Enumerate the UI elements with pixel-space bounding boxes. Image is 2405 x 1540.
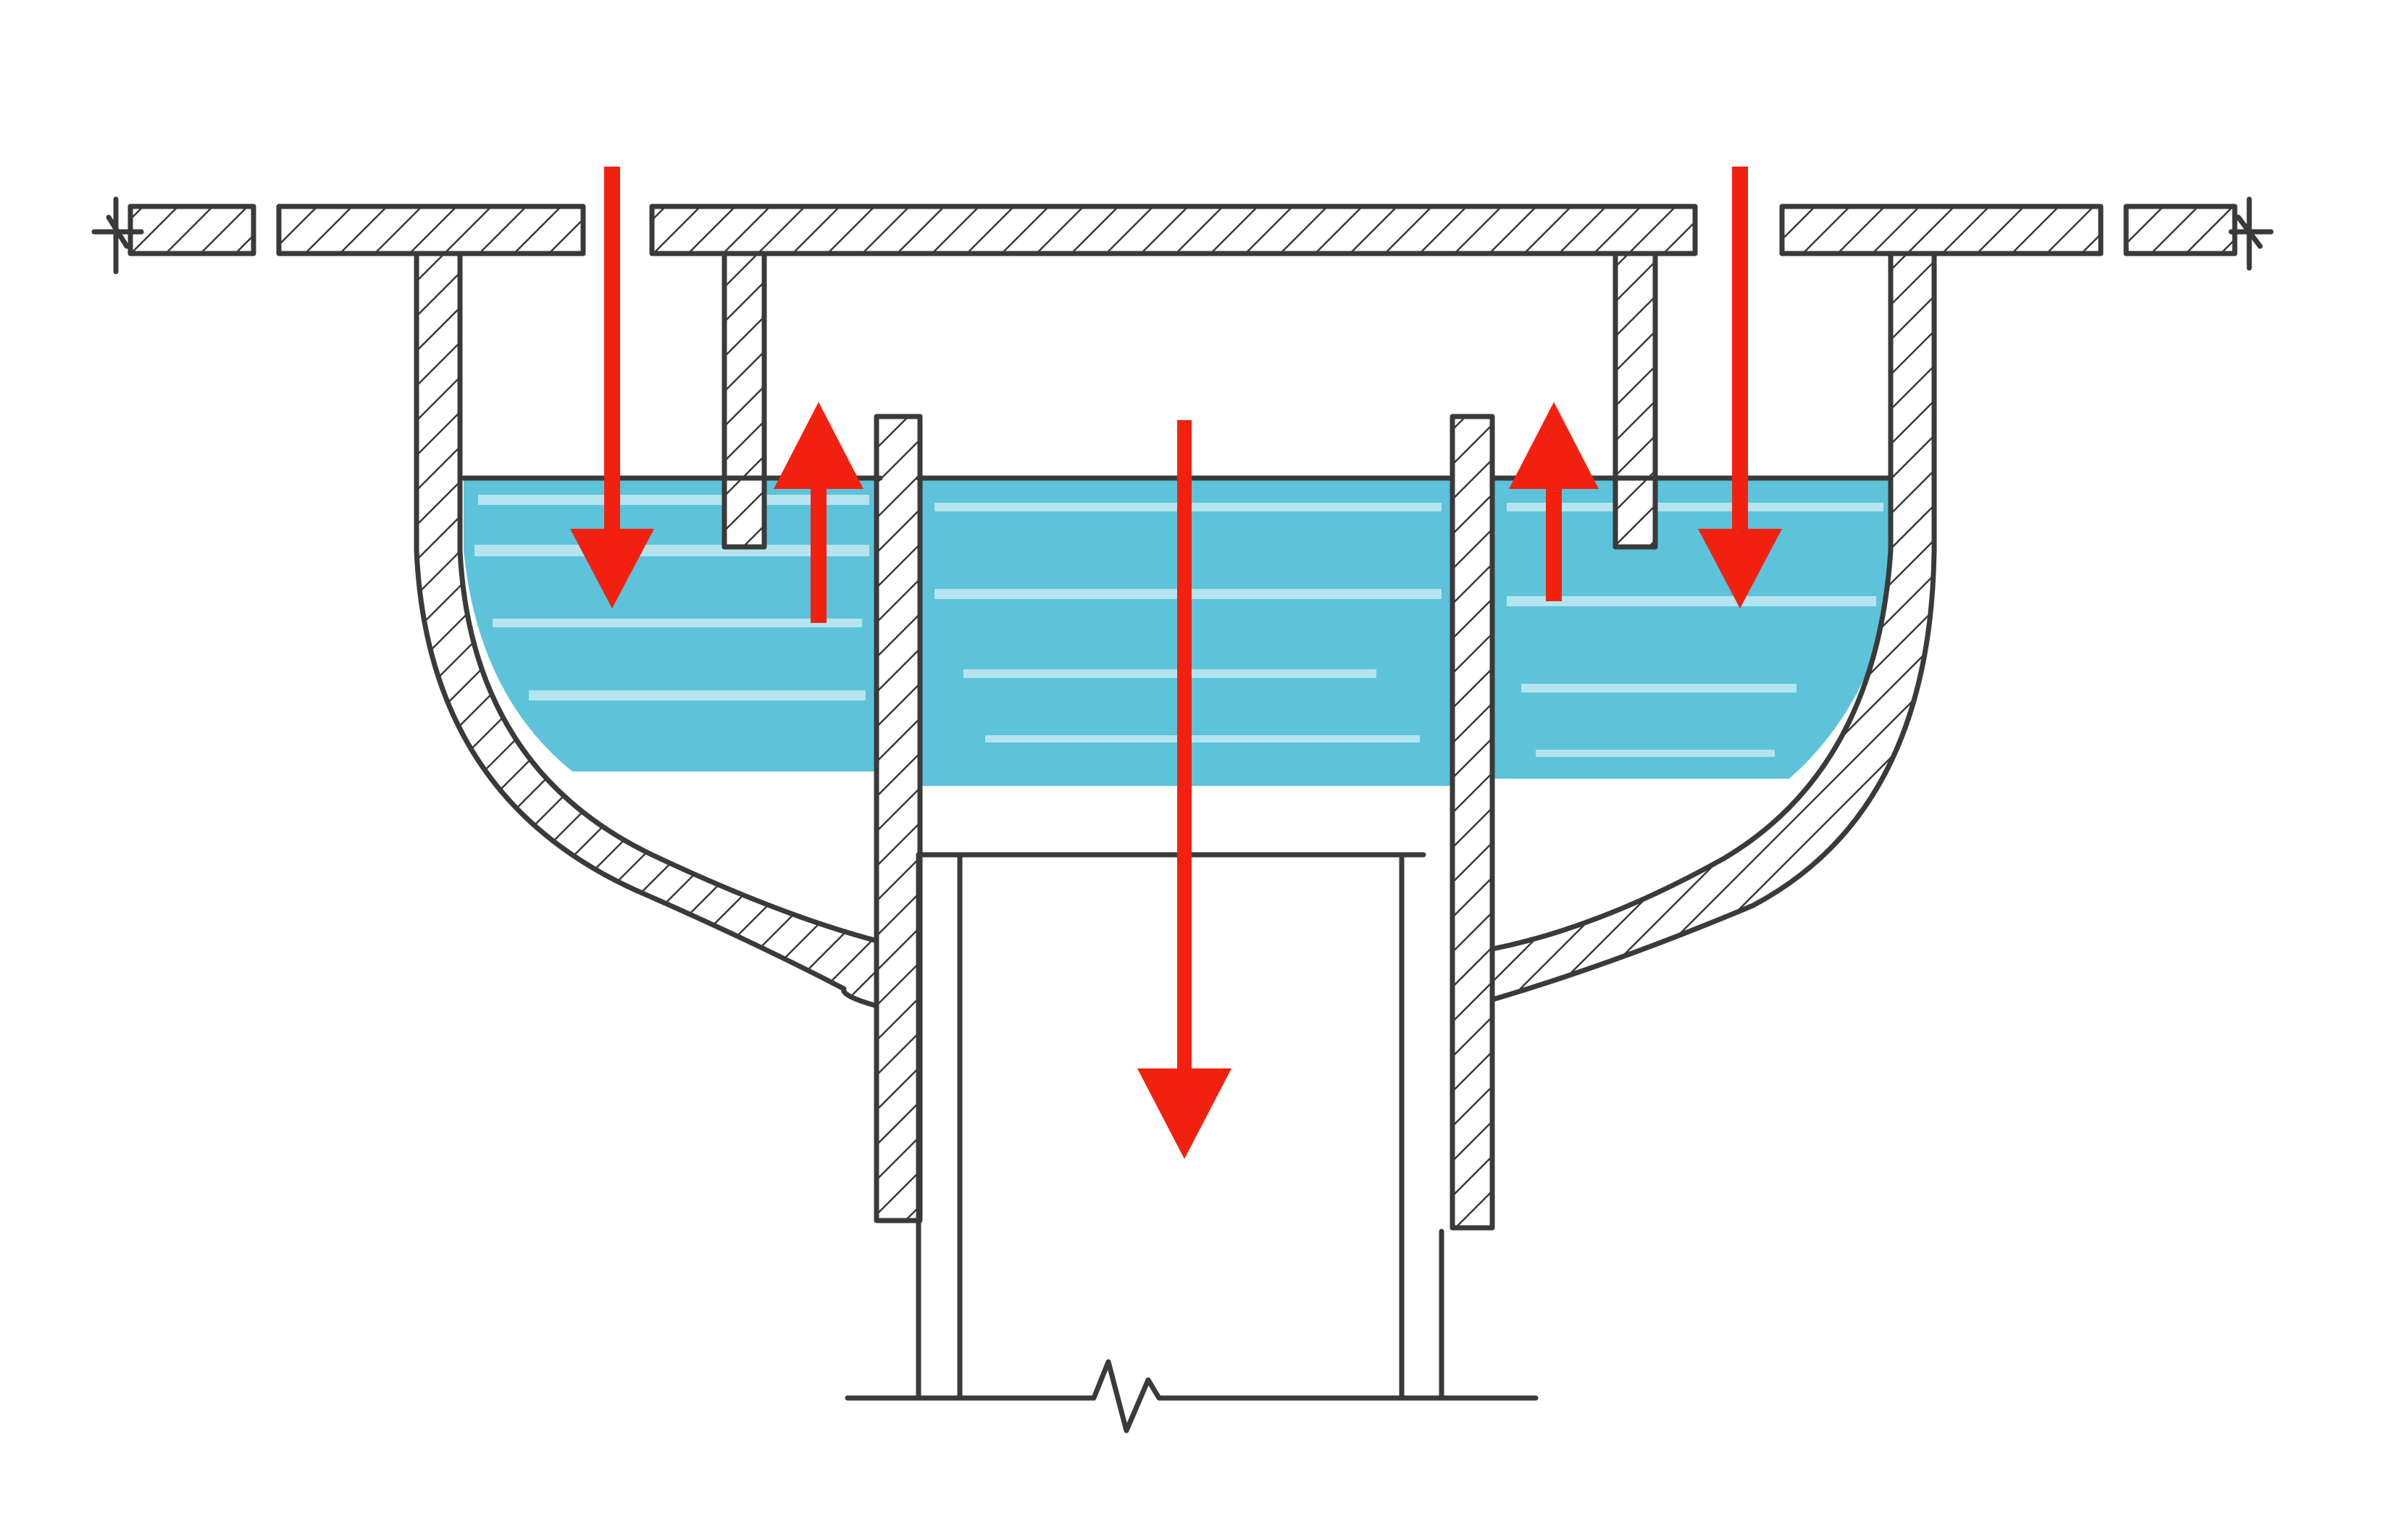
right-rise-arrow-shaft — [1546, 489, 1562, 601]
left-baffle — [722, 251, 767, 550]
left-inlet-arrow-shaft — [604, 167, 620, 529]
right-baffle — [1613, 251, 1658, 550]
outlet-pipe — [845, 852, 1539, 1434]
flow-arrows — [570, 167, 1782, 1159]
left-rise-arrow-shaft — [811, 489, 827, 623]
inner-baffles — [722, 251, 1658, 550]
right-standpipe-wall — [1450, 414, 1495, 1231]
right-inlet-arrow-shaft — [1732, 167, 1748, 529]
floor-slab — [91, 196, 2274, 275]
right-rise-arrow-head — [1509, 402, 1599, 489]
center-outlet-arrow-head — [1137, 1068, 1231, 1159]
left-inlet-arrow-head — [570, 529, 654, 608]
right-inlet-arrow-head — [1698, 529, 1782, 608]
water-marker-streaks — [474, 495, 1883, 757]
water-right-chamber — [1492, 478, 1898, 779]
left-rise-arrow-head — [774, 402, 863, 489]
center-outlet-arrow-shaft — [1177, 420, 1192, 1068]
standpipe — [874, 414, 1495, 1231]
left-standpipe-wall — [874, 414, 923, 1223]
water-body — [464, 478, 1898, 786]
